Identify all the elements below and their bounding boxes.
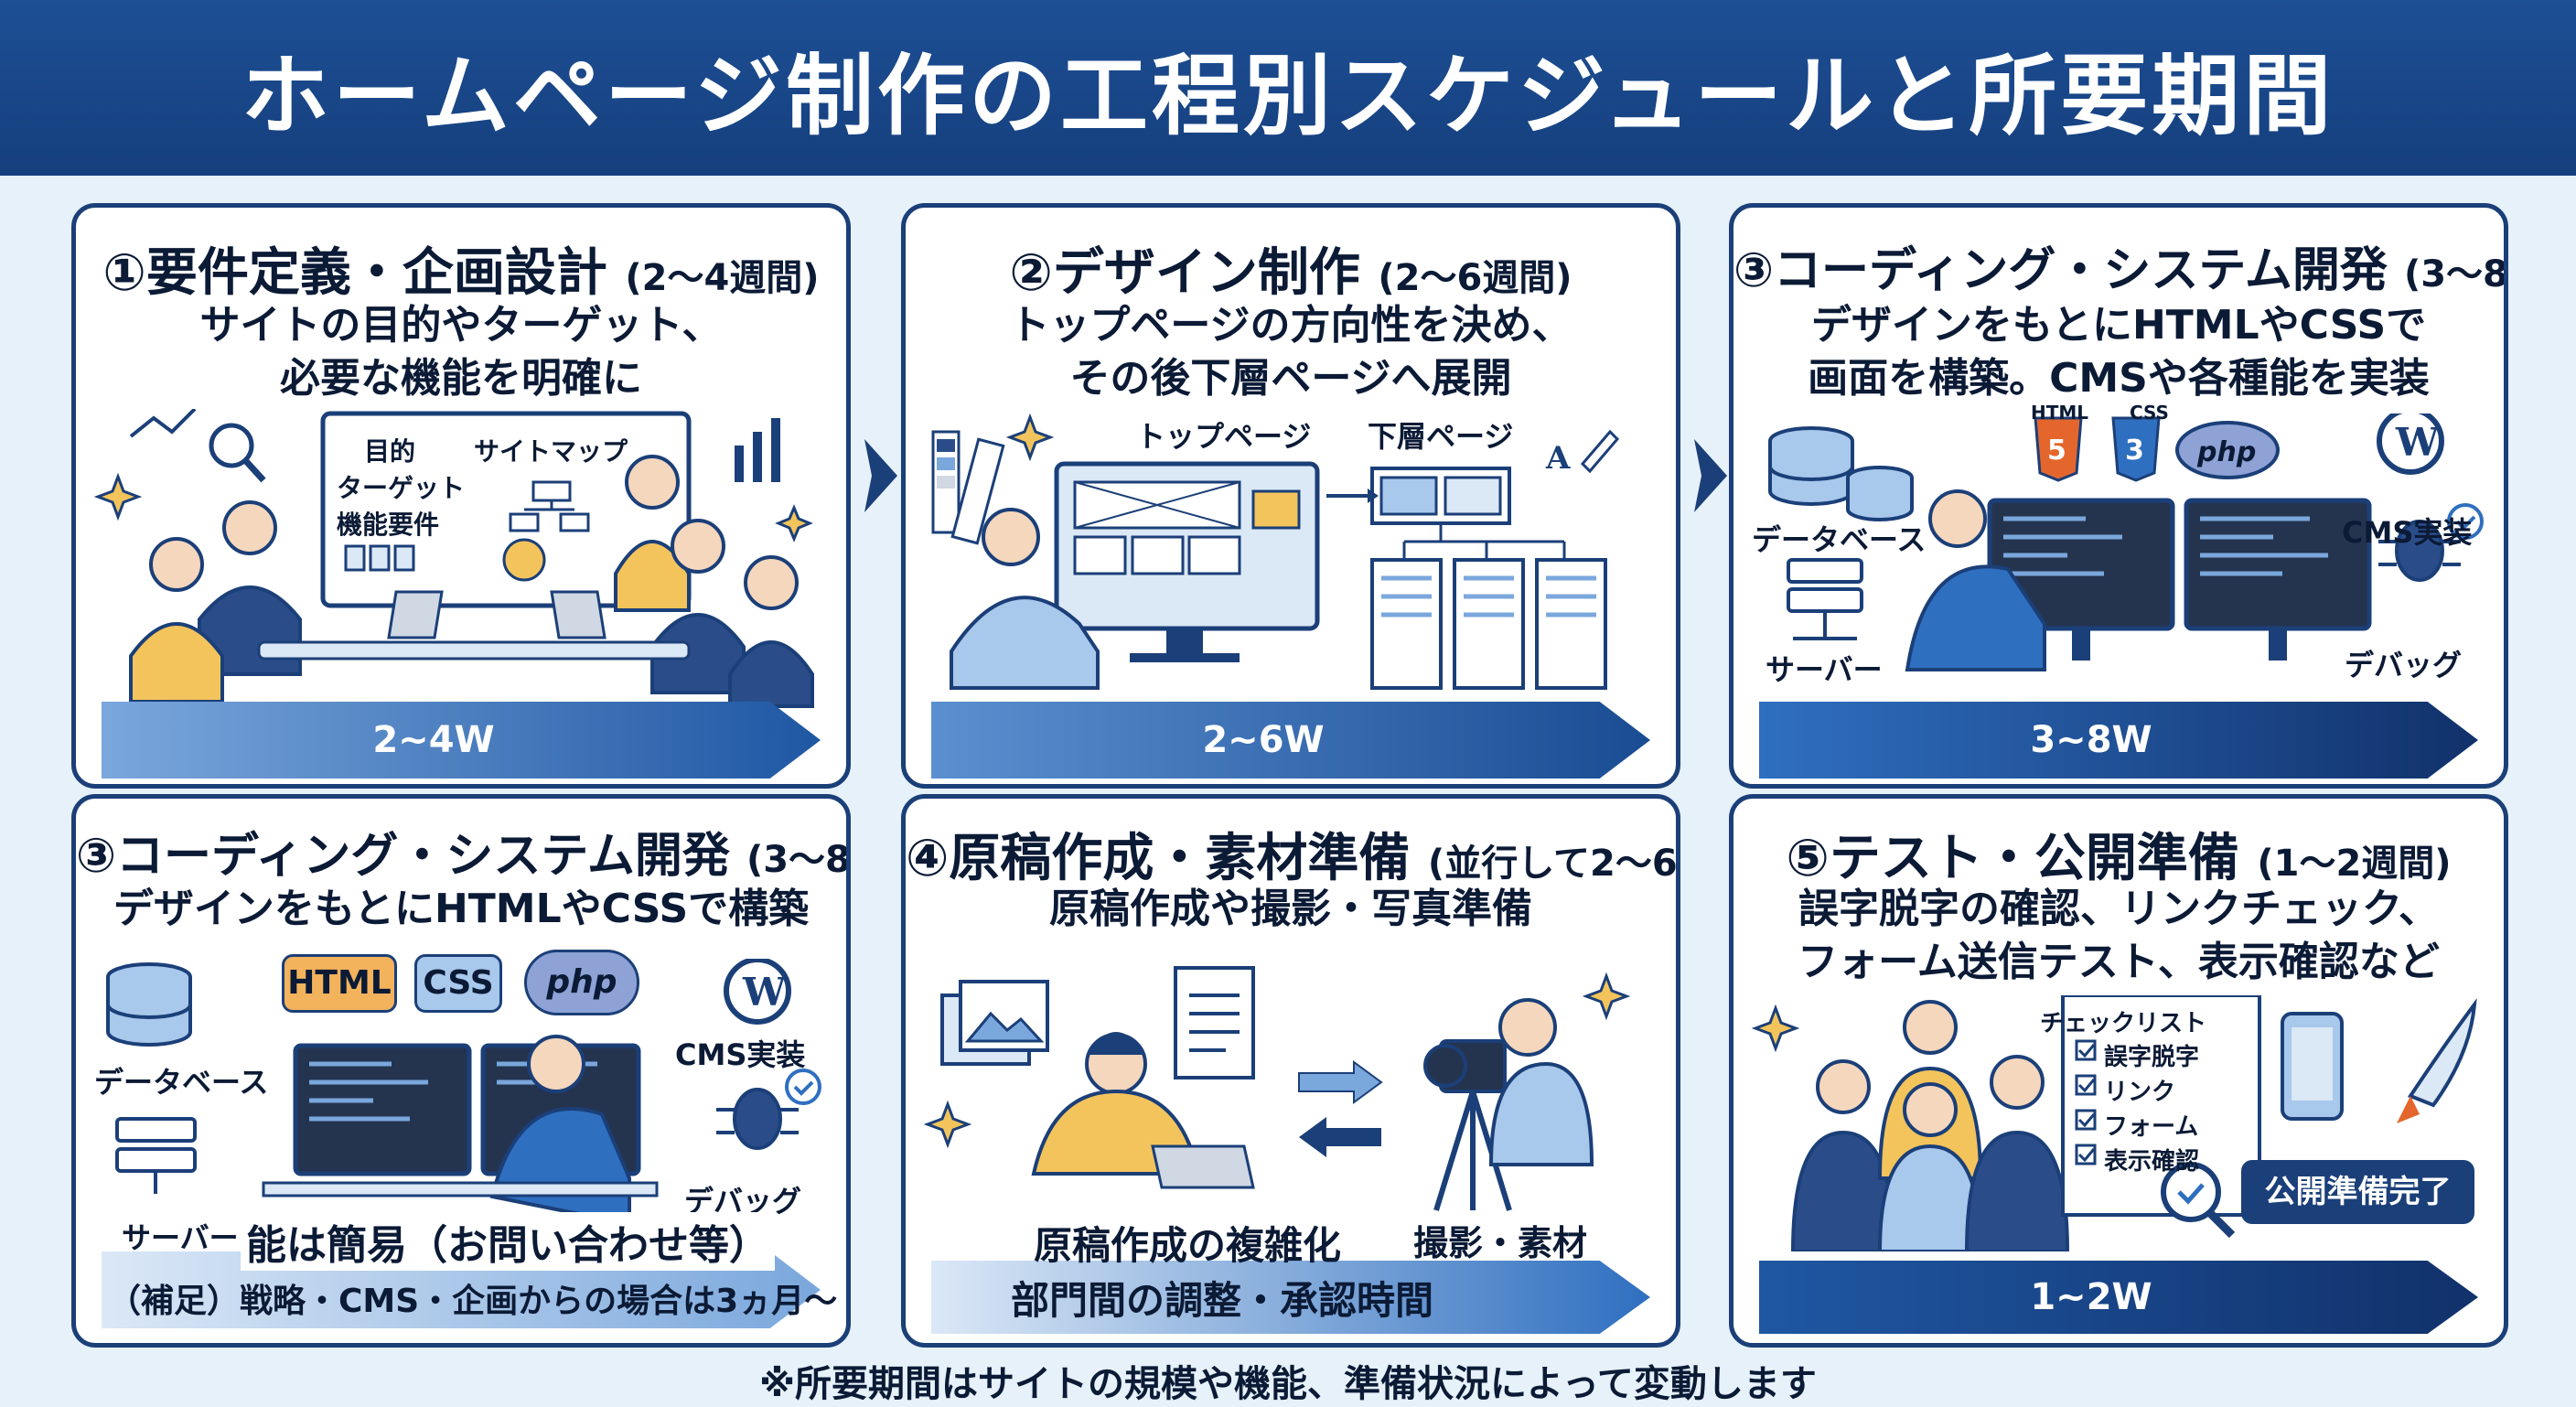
svg-text:W: W: [2395, 420, 2440, 465]
label-content-complexity: 原稿作成の複雑化: [1034, 1223, 1342, 1268]
css3-icon-label: CSS: [2130, 402, 2169, 424]
phase-panel-coding-alt: ③コーディング・システム開発 (3〜8週間) デザインをもとにHTMLやCSSで…: [71, 794, 851, 1348]
header-banner: ホームページ制作の工程別スケジュールと所要期間: [0, 0, 2576, 176]
label-server: サーバー: [122, 1220, 239, 1255]
label-database: データベース: [1752, 522, 1927, 557]
phase-description: デザインをもとにHTMLやCSSで構築: [113, 886, 810, 932]
label-approval-time: 部門間の調整・承認時間: [1011, 1278, 1434, 1323]
svg-text:W: W: [742, 970, 787, 1015]
phase-description: サイトの目的やターゲット、必要な機能を明確に: [199, 302, 723, 402]
phase-title: ①要件定義・企画設計 (2〜4週間): [102, 243, 820, 303]
whiteboard-label-purpose: 目的: [364, 436, 416, 467]
phase-description: デザインをもとにHTMLやCSSで画面を構築。CMSや各種能を実装: [1808, 302, 2430, 402]
checklist-item: 表示確認: [2104, 1148, 2200, 1176]
phase-panel-testing: ⑤テスト・公開準備 (1〜2週間) 誤字脱字の確認、リンクチェック、フォーム送信…: [1729, 794, 2508, 1348]
page-title: ホームページ制作の工程別スケジュールと所要期間: [241, 44, 2335, 147]
svg-text:A: A: [1545, 440, 1571, 477]
duration-bar: [931, 1261, 1650, 1334]
phase-title: ③コーディング・システム開発 (3〜8週間): [1733, 243, 2508, 298]
label-cms: CMS実装: [675, 1037, 806, 1072]
label-top-page: トップページ: [1136, 419, 1312, 454]
css-tag: CSS: [414, 954, 502, 1013]
design-illustration: A: [931, 414, 1620, 690]
coding-illustration: 5 3 php W: [1768, 414, 2484, 671]
phase-panel-content: ④原稿作成・素材準備 (並行して2〜6週間) 原稿作成や撮影・写真準備 原稿作成…: [901, 794, 1680, 1348]
phase-description: 誤字脱字の確認、リンクチェック、フォーム送信テスト、表示確認など: [1798, 886, 2440, 985]
whiteboard-label-target: ターゲット: [337, 473, 466, 503]
label-debug: デバッグ: [2345, 648, 2463, 682]
label-photo-material: 撮影・素材: [1413, 1223, 1588, 1263]
phase-description: 原稿作成や撮影・写真準備: [1049, 886, 1532, 932]
phase-panel-requirements: ①要件定義・企画設計 (2〜4週間) サイトの目的やターゲット、必要な機能を明確…: [71, 203, 851, 789]
checklist-item: フォーム: [2104, 1113, 2199, 1141]
checklist-title: チェックリスト: [2040, 1010, 2207, 1037]
phase-title: ②デザイン制作 (2〜6週間): [1009, 243, 1572, 303]
svg-text:3: 3: [2125, 435, 2144, 467]
duration-bar: 2~6W: [931, 702, 1650, 779]
phase-title: ⑤テスト・公開準備 (1〜2週間): [1786, 829, 2452, 888]
testing-illustration: [1752, 995, 2477, 1251]
phase-panel-design: ②デザイン制作 (2〜6週間) トップページの方向性を決め、その後下層ページへ展…: [901, 203, 1680, 789]
chevron-right-icon: [1694, 439, 1727, 512]
svg-text:php: php: [2196, 436, 2256, 468]
coding-alt-illustration: W: [106, 959, 821, 1227]
footer-note: ※所要期間はサイトの規模や機能、準備状況によって変動します: [759, 1363, 1817, 1405]
phase-description: トップページの方向性を決め、その後下層ページへ展開: [1009, 302, 1572, 402]
content-illustration: [924, 966, 1631, 1211]
label-database: データベース: [94, 1065, 269, 1100]
duration-bar: 2~4W: [102, 702, 821, 779]
chevron-right-icon: [864, 439, 897, 512]
phase-title: ④原稿作成・素材準備 (並行して2〜6週間): [906, 829, 1678, 888]
whiteboard-label-sitemap: サイトマップ: [474, 436, 628, 467]
php-tag: php: [524, 950, 639, 1015]
duration-bar: 1~2W: [1759, 1261, 2478, 1334]
html5-icon-label: HTML: [2031, 402, 2089, 424]
note-supplement: （補足）戦略・CMS・企画からの場合は3ヵ月〜: [108, 1283, 838, 1320]
svg-text:5: 5: [2047, 435, 2066, 467]
note-simple-features: 能は簡易（お問い合わせ等）: [241, 1212, 775, 1271]
phase-title: ③コーディング・システム開発 (3〜8週間): [76, 829, 851, 884]
label-cms: CMS実装: [2342, 515, 2473, 550]
whiteboard-label-requirements: 機能要件: [337, 510, 440, 540]
duration-bar: 3~8W: [1759, 702, 2478, 779]
label-server: サーバー: [1766, 652, 1883, 687]
phase-panel-coding: ③コーディング・システム開発 (3〜8週間) デザインをもとにHTMLやCSSで…: [1729, 203, 2508, 789]
checklist-item: リンク: [2104, 1079, 2176, 1106]
checklist-item: 誤字脱字: [2104, 1044, 2200, 1071]
launch-ready-badge: 公開準備完了: [2241, 1160, 2474, 1224]
duration-bar: [102, 1251, 821, 1328]
html-tag: HTML: [282, 954, 397, 1013]
meeting-illustration: [94, 409, 814, 708]
label-sub-page: 下層ページ: [1368, 419, 1514, 454]
